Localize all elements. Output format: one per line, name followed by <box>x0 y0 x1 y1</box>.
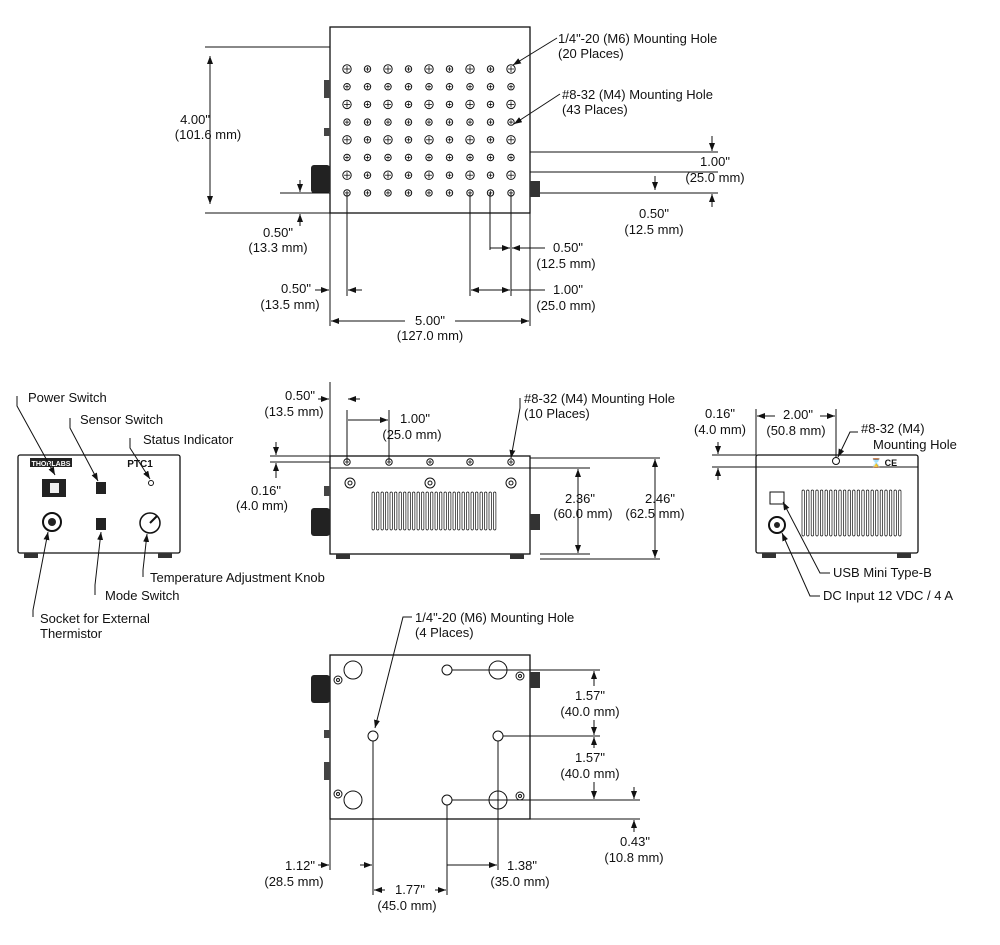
dim-row-half-mm: (12.5 mm) <box>624 222 683 237</box>
dim-row-1mm: (25.0 mm) <box>685 170 744 185</box>
dim-col-1-in: 1.00" <box>553 282 583 297</box>
label-socket-line2: Thermistor <box>40 626 103 641</box>
side-callout-places: (10 Places) <box>524 406 590 421</box>
bottom-mount-hole <box>441 794 453 806</box>
dim-edge-y-in: 0.50" <box>263 225 293 240</box>
bottom-dim-edge-mm: (10.8 mm) <box>604 850 663 865</box>
side-dim-body-mm: (60.0 mm) <box>553 506 612 521</box>
side-view-body <box>329 455 531 555</box>
top-hole-grid <box>342 64 516 197</box>
dim-height-in: 4.00" <box>180 112 210 127</box>
dim-col-half-mm: (12.5 mm) <box>536 256 595 271</box>
label-status-indicator: Status Indicator <box>143 432 234 447</box>
callout-m4-title: #8-32 (M4) Mounting Hole <box>562 87 713 102</box>
label-mode-switch: Mode Switch <box>105 588 179 603</box>
top-connector <box>530 181 540 197</box>
rear-ce-mark: ⌛ CE <box>871 457 897 468</box>
dim-col-1-mm: (25.0 mm) <box>536 298 595 313</box>
label-usb: USB Mini Type-B <box>833 565 932 580</box>
dim-width-mm: (127.0 mm) <box>397 328 463 343</box>
rear-dim-mm: (50.8 mm) <box>766 423 825 438</box>
top-view: 4.00" (101.6 mm) 0.50" (13.3 mm) 1.00" (… <box>175 26 745 343</box>
front-logo-text: THORLABS <box>32 461 71 468</box>
mode-switch <box>96 518 106 530</box>
bottom-dim-y2-mm: (40.0 mm) <box>560 766 619 781</box>
label-power-switch: Power Switch <box>28 390 107 405</box>
rear-dim-in: 2.00" <box>783 407 813 422</box>
top-knob <box>311 165 330 193</box>
front-logo <box>30 458 72 467</box>
front-panel-view: THORLABS PTC1 Power Switch Sensor Switch… <box>16 390 325 641</box>
bottom-dim-x2-in: 1.77" <box>395 882 425 897</box>
side-dim-total-in: 2.46" <box>645 491 675 506</box>
side-dim-pitch-mm: (25.0 mm) <box>382 427 441 442</box>
top-side-tab <box>324 80 330 98</box>
bottom-mount-hole <box>492 730 504 742</box>
dim-height-mm: (101.6 mm) <box>175 127 241 142</box>
bottom-mount-hole <box>367 730 379 742</box>
bottom-mount-hole <box>441 664 453 676</box>
dim-row-half-in: 0.50" <box>639 206 669 221</box>
front-panel-body <box>17 454 181 554</box>
bottom-dim-x3-mm: (35.0 mm) <box>490 874 549 889</box>
rear-mount-hole <box>832 457 840 465</box>
side-dim-edge-mm: (13.5 mm) <box>264 404 323 419</box>
rear-view: ⌛ CE 2.00" (50.8 mm) 0.16" (4.0 mm) #8-3… <box>694 406 957 603</box>
rear-dim-top-in: 0.16" <box>705 406 735 421</box>
bottom-callout-places: (4 Places) <box>415 625 474 640</box>
dim-row-1in: 1.00" <box>700 154 730 169</box>
side-dim-pitch-in: 1.00" <box>400 411 430 426</box>
label-sensor-switch: Sensor Switch <box>80 412 163 427</box>
rear-dim-top-mm: (4.0 mm) <box>694 422 746 437</box>
bottom-dim-edge-in: 0.43" <box>620 834 650 849</box>
rear-callout-sub: Mounting Hole <box>873 437 957 452</box>
dim-edge-x-mm: (13.5 mm) <box>260 297 319 312</box>
side-dim-total-mm: (62.5 mm) <box>625 506 684 521</box>
side-connector <box>530 514 540 530</box>
sensor-switch <box>96 482 106 494</box>
label-temp-knob: Temperature Adjustment Knob <box>150 570 325 585</box>
side-vents <box>371 491 497 531</box>
bottom-dim-y2-in: 1.57" <box>575 750 605 765</box>
dim-col-half-in: 0.50" <box>553 240 583 255</box>
side-dim-edge-in: 0.50" <box>285 388 315 403</box>
bottom-dim-x1-mm: (28.5 mm) <box>264 874 323 889</box>
usb-port <box>769 491 785 505</box>
rear-vents <box>801 489 902 537</box>
bottom-dim-x2-mm: (45.0 mm) <box>377 898 436 913</box>
side-callout-title: #8-32 (M4) Mounting Hole <box>524 391 675 406</box>
bottom-dim-x1-in: 1.12" <box>285 858 315 873</box>
bottom-dim-y1-mm: (40.0 mm) <box>560 704 619 719</box>
bottom-callout-title: 1/4"-20 (M6) Mounting Hole <box>415 610 574 625</box>
callout-m4-places: (43 Places) <box>562 102 628 117</box>
callout-m6-places: (20 Places) <box>558 46 624 61</box>
status-indicator <box>148 480 154 486</box>
bottom-view: 1.57" (40.0 mm) 1.57" (40.0 mm) 0.43" (1… <box>264 610 663 913</box>
dim-edge-x-in: 0.50" <box>281 281 311 296</box>
label-socket-line1: Socket for External <box>40 611 150 626</box>
side-knob <box>311 508 330 536</box>
bottom-dim-x3-in: 1.38" <box>507 858 537 873</box>
dim-width-in: 5.00" <box>415 313 445 328</box>
side-view: 0.50" (13.5 mm) 1.00" (25.0 mm) 0.16" (4… <box>236 382 685 560</box>
side-dim-depth-mm: (4.0 mm) <box>236 498 288 513</box>
callout-m6-title: 1/4"-20 (M6) Mounting Hole <box>558 31 717 46</box>
top-side-tab-2 <box>324 128 330 136</box>
label-dc: DC Input 12 VDC / 4 A <box>823 588 953 603</box>
side-dim-body-in: 2.36" <box>565 491 595 506</box>
dim-edge-y-mm: (13.3 mm) <box>248 240 307 255</box>
bottom-dim-y1-in: 1.57" <box>575 688 605 703</box>
side-dim-depth-in: 0.16" <box>251 483 281 498</box>
rear-callout-title: #8-32 (M4) <box>861 421 925 436</box>
